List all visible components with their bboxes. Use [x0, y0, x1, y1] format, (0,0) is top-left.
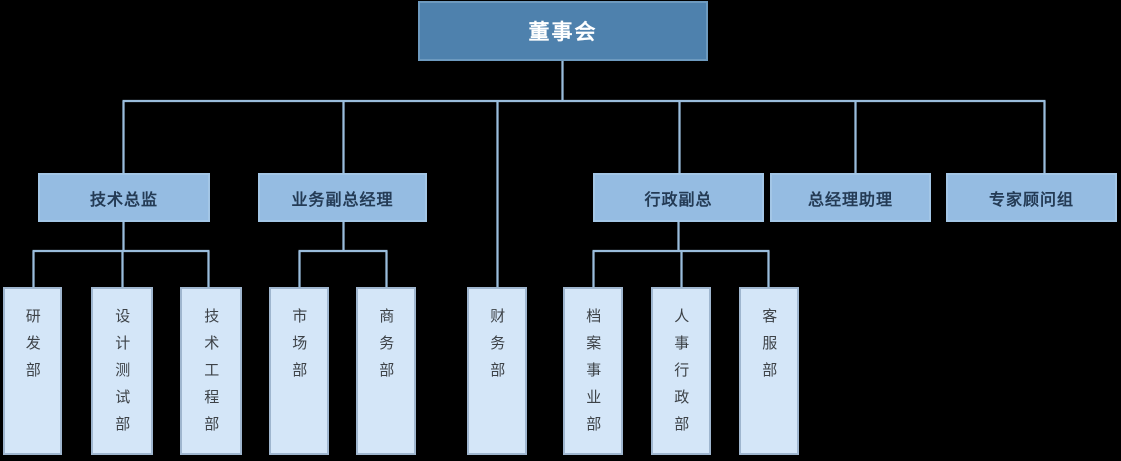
org-node-expert-advisor-group: 专家顾问组	[946, 173, 1117, 222]
org-node-customer-service-dept: 客服部	[739, 287, 799, 455]
org-node-marketing-dept: 市场部	[269, 287, 329, 455]
org-node-finance-dept: 财务部	[467, 287, 527, 455]
org-node-label: 设计测试部	[113, 308, 132, 443]
org-node-label: 客服部	[760, 308, 779, 389]
org-node-admin-deputy-gm: 行政副总	[593, 173, 764, 222]
org-node-label: 档案事业部	[584, 308, 603, 443]
org-node-label: 技术工程部	[202, 308, 221, 443]
org-node-tech-director: 技术总监	[38, 173, 210, 222]
connector-group	[32, 61, 1046, 288]
org-node-label: 财务部	[488, 308, 507, 389]
org-node-business-deputy-gm: 业务副总经理	[258, 173, 427, 222]
org-node-label: 研发部	[23, 308, 42, 389]
org-node-label: 人事行政部	[672, 308, 691, 443]
org-node-gm-assistant: 总经理助理	[770, 173, 931, 222]
org-node-label: 商务部	[377, 308, 396, 389]
org-node-design-test-dept: 设计测试部	[91, 287, 153, 455]
org-node-tech-engineering-dept: 技术工程部	[180, 287, 242, 455]
org-node-label: 市场部	[290, 308, 309, 389]
org-node-board: 董事会	[418, 1, 708, 61]
org-node-commerce-dept: 商务部	[356, 287, 416, 455]
org-node-archives-division: 档案事业部	[563, 287, 623, 455]
org-node-hr-admin-dept: 人事行政部	[651, 287, 711, 455]
org-node-rd-dept: 研发部	[3, 287, 62, 455]
